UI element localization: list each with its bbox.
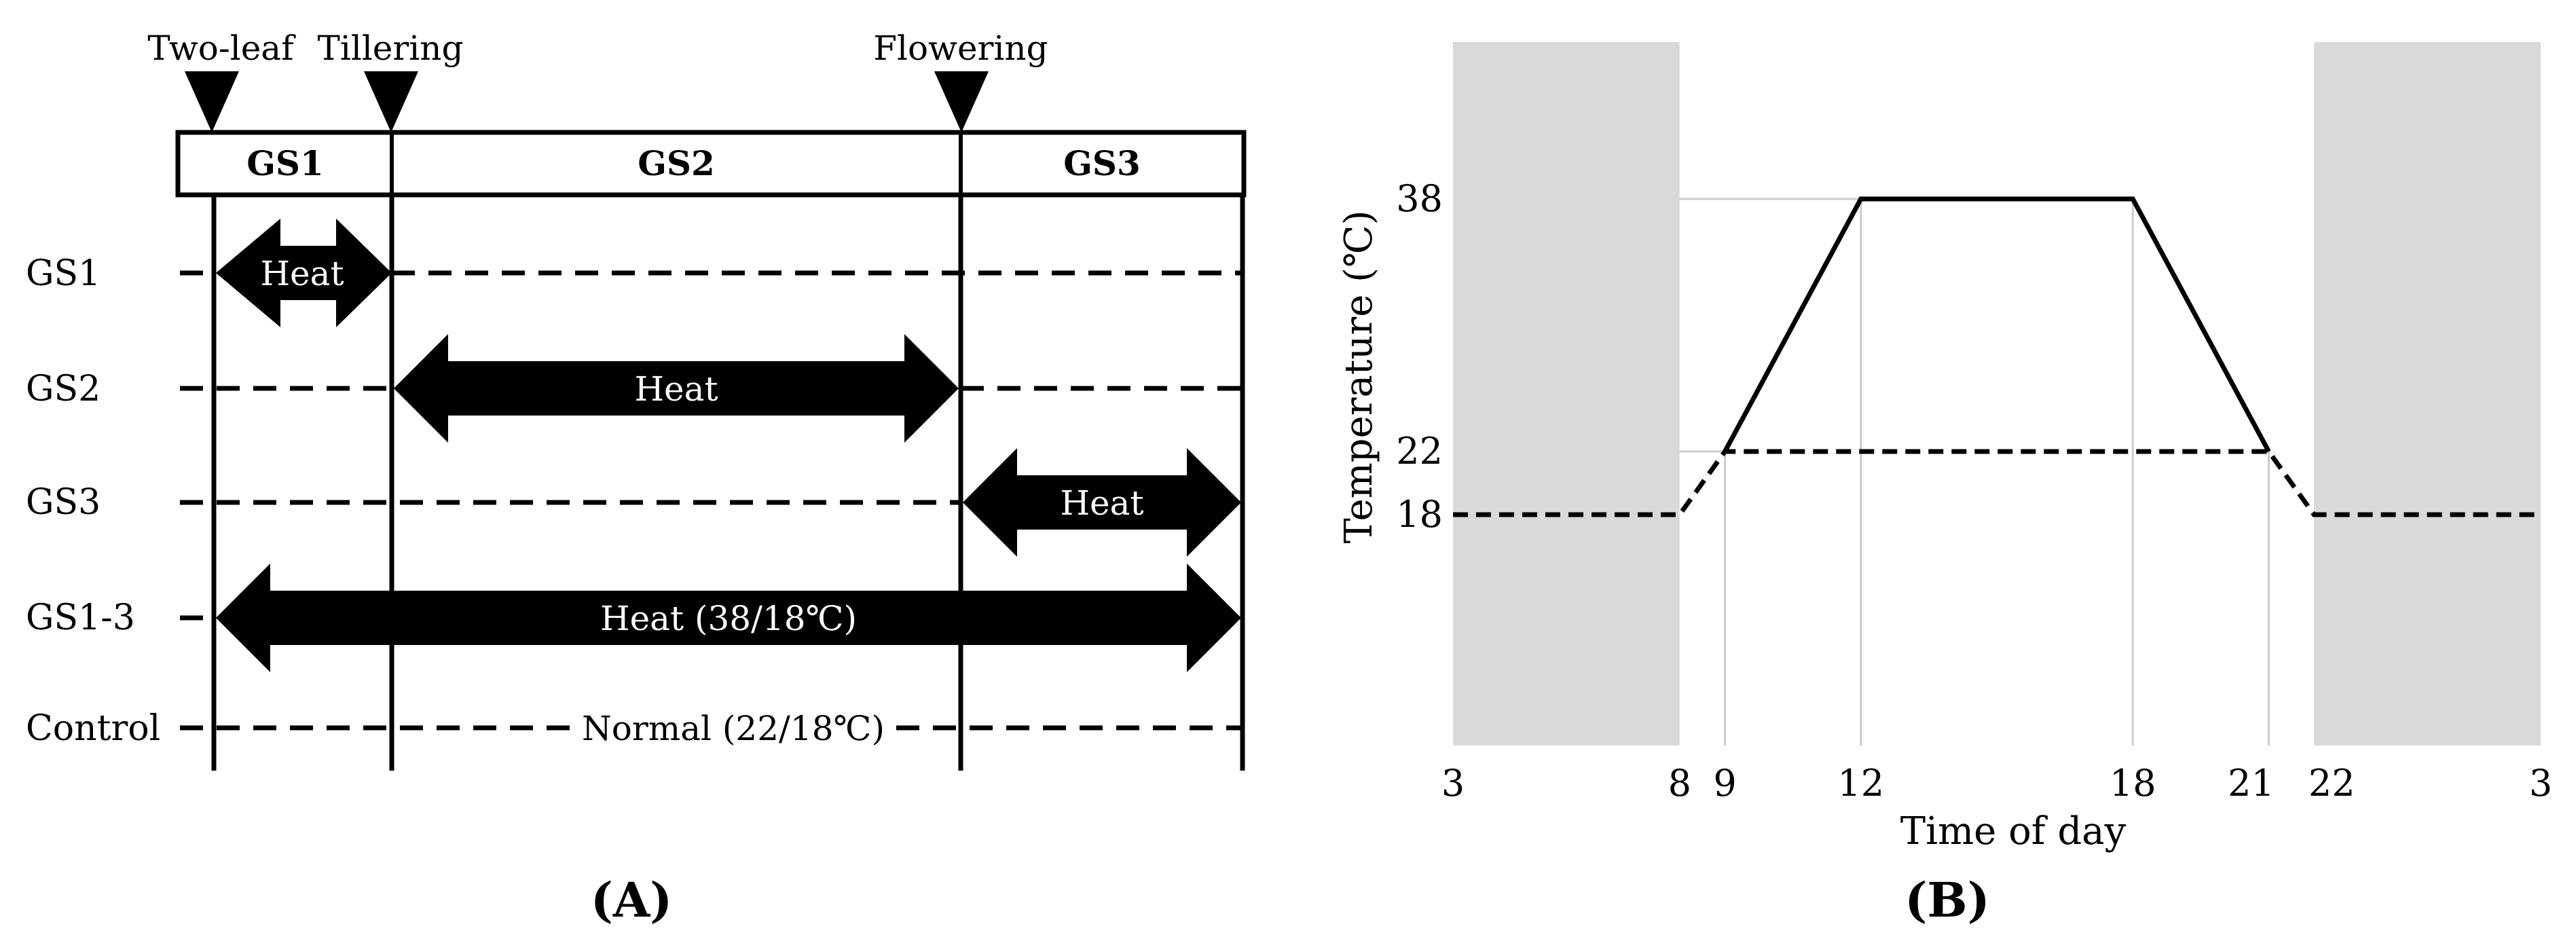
heat-label-gs3: Heat: [1060, 483, 1143, 523]
heat-arrow-gs3: [963, 448, 1241, 557]
stage-marker-tillering: [364, 71, 418, 132]
row-label-gs1-3: GS1-3: [26, 597, 135, 638]
x-tick-label: 3: [1441, 762, 1465, 805]
normal-label-control: Normal (22/18℃): [582, 709, 885, 748]
heat-arrow-gs1-3: [216, 564, 1241, 672]
dark-period-1: [1453, 42, 1680, 745]
gridlines: [1679, 198, 2270, 745]
x-tick-label: 22: [2308, 762, 2355, 805]
heat-label-gs1: Heat: [260, 254, 344, 293]
heat-arrow-gs1: [216, 219, 392, 327]
stage-label-tillering: Tillering: [317, 29, 463, 68]
row-label-gs1: GS1: [26, 253, 100, 294]
row-label-control: Control: [26, 708, 160, 749]
stage-marker-flowering: [934, 71, 989, 132]
y-tick-labels: 18 22 38: [1396, 177, 1443, 536]
dark-period-2: [2314, 42, 2541, 745]
x-tick-label: 12: [1837, 762, 1884, 805]
stage-marker-two-leaf: [185, 71, 239, 132]
heat-label-gs2: Heat: [634, 369, 718, 409]
series-line-dashed: [1453, 449, 2541, 517]
x-tick-label: 21: [2228, 762, 2275, 805]
stage-label-two-leaf: Two-leaf: [147, 29, 296, 68]
x-tick-label: 3: [2529, 762, 2552, 805]
temperature-lines: [1453, 196, 2541, 517]
heat-label-gs1-3: Heat (38/18℃): [600, 599, 857, 638]
y-tick-label: 38: [1396, 177, 1443, 220]
row-label-gs2: GS2: [26, 369, 100, 409]
gs-header-bar: [175, 130, 1247, 198]
series-line-solid: [1723, 196, 2271, 453]
panel-a: Two-leaf Tillering Flowering GS1 GS2 GS3…: [26, 29, 1247, 928]
gs-header-gs3: GS3: [1063, 143, 1141, 183]
gs-header-gs1: GS1: [246, 143, 324, 183]
panel-label-b: (B): [1905, 872, 1989, 928]
dark-periods: [1453, 42, 2541, 745]
dashed-lines: [180, 270, 1243, 731]
gs-header-gs2: GS2: [638, 143, 715, 183]
x-axis-title: Time of day: [1900, 809, 2127, 853]
heat-arrow-gs2: [394, 334, 959, 443]
stage-label-flowering: Flowering: [873, 29, 1048, 68]
panel-label-a: (A): [591, 872, 673, 928]
x-tick-label: 9: [1713, 762, 1736, 805]
y-tick-label: 22: [1396, 430, 1443, 473]
y-axis-title: Temperature (℃): [1337, 210, 1381, 543]
x-tick-label: 8: [1668, 762, 1691, 805]
y-tick-label: 18: [1396, 493, 1443, 536]
row-label-gs3: GS3: [26, 482, 100, 523]
x-tick-label: 18: [2110, 762, 2156, 805]
